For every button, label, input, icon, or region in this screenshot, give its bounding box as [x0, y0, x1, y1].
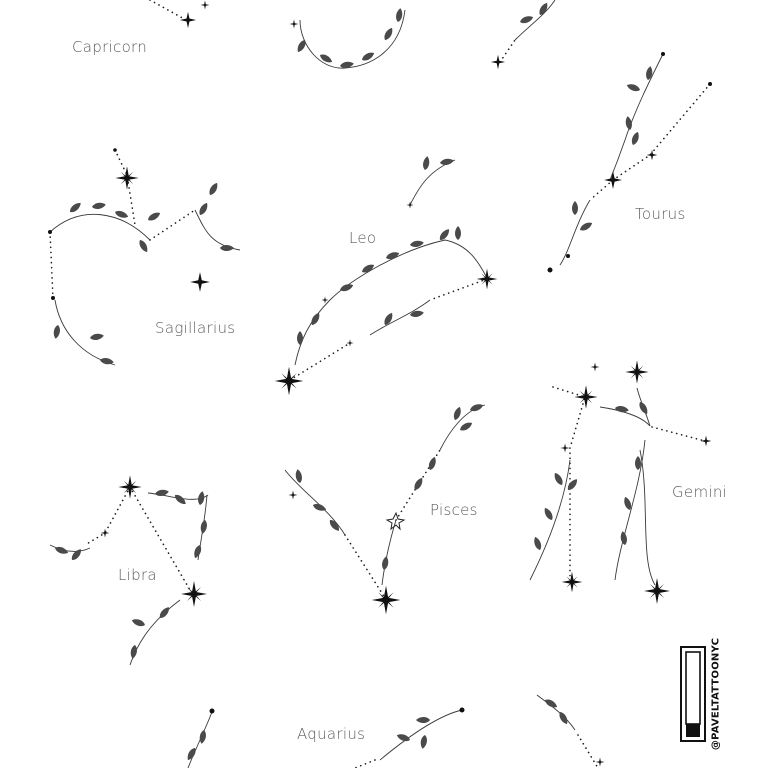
label-leo: Leo: [349, 229, 377, 247]
top-right-sprig: [490, 0, 556, 70]
watermark-handle: @PAVELTATTOONYC: [710, 637, 722, 751]
gemini-constellation: [529, 360, 712, 604]
label-tourus: Tourus: [635, 205, 686, 223]
leo-constellation: [274, 155, 498, 396]
aquarius-constellation: [185, 694, 605, 768]
label-libra: Libra: [118, 566, 157, 584]
label-pisces: Pisces: [430, 501, 478, 519]
sagittarius-constellation: [48, 148, 241, 366]
libra-constellation: [49, 475, 209, 666]
label-gemini: Gemini: [672, 483, 728, 501]
pisces-constellation: [284, 402, 486, 615]
label-capricorn: Capricorn: [72, 38, 148, 56]
paveltattoo-logo: [680, 646, 706, 742]
capricorn-constellation: [149, 0, 210, 29]
label-sagittarius: Sagillarius: [155, 319, 236, 337]
top-wreath: [289, 7, 406, 69]
tourus-constellation: [547, 52, 712, 273]
label-aquarius: Aquarius: [297, 725, 366, 743]
